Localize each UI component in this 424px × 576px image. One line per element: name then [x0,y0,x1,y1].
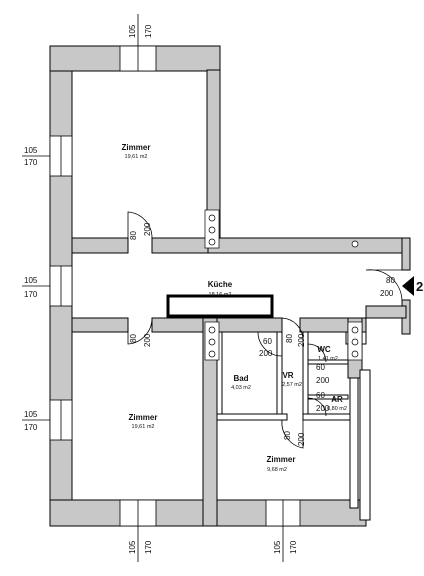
door-entrance-width: 80 [386,276,395,285]
door-wc-height: 200 [316,376,330,385]
installation-symbols [204,209,363,361]
door-ar-width: 60 [316,391,325,400]
door-vr-height: 200 [297,333,306,347]
entrance-arrow-icon [402,276,414,296]
door-zimmer-small-height: 200 [297,432,306,446]
door-arc-entrance [365,269,403,301]
window-left-mid-height: 170 [24,290,38,299]
window-labels: 105 170 105 170 105 170 105 170 105 170 … [24,24,298,554]
entrance-wall-upper [401,237,411,271]
door-arc-zimmer-bottom [127,317,153,345]
room-name-zimmer-small: Zimmer [267,455,296,464]
outer-right-light-wall [359,369,371,521]
window-bottom-left-height: 170 [144,540,153,554]
window-bottom-right-width: 105 [273,540,282,554]
ar-top-wall [307,394,349,400]
door-swings [127,211,403,449]
window-top-height: 170 [144,24,153,38]
bottom-room-right-wall [202,317,218,527]
bottom-room-top-wall-left [71,317,129,333]
wc-bottom-wall [307,359,349,365]
door-bad-height: 200 [259,349,273,358]
door-arc-bad [257,331,283,357]
room-area-bad: 4,03 m2 [231,385,251,391]
window-left-upper-width: 105 [24,146,38,155]
entrance-wall-ledge [365,305,407,319]
dimension-lines [22,14,284,562]
room-area-ar: 0,80 m2 [327,406,347,412]
door-arc-zimmer-small [281,419,304,449]
corridor-top-wall [206,237,406,254]
door-zimmer-top-height: 200 [143,222,152,236]
room-name-bad: Bad [233,374,248,383]
top-room-bottom-wall-left [71,237,129,254]
room-area-zimmer-small: 9,68 m2 [267,467,287,473]
room-name-zimmer-bottom: Zimmer [129,413,158,422]
room-name-vr: VR [282,371,293,380]
door-vr-width: 80 [285,334,294,343]
room-name-ar: AR [331,395,343,404]
window-left-lower-width: 105 [24,410,38,419]
entrance-marker: 2 [416,279,423,294]
small-room-top-wall [302,413,356,421]
door-zimmer-bottom-width: 80 [129,334,138,343]
partition-walls [216,317,371,521]
door-arc-wc [307,343,327,363]
kitchen-counter [166,294,274,318]
room-area-zimmer-top: 19,61 m2 [125,154,148,160]
room-area-zimmer-bottom: 19,61 m2 [132,424,155,430]
bad-bottom-wall [216,413,288,421]
bad-right-wall [276,331,283,415]
window-top-width: 105 [128,24,137,38]
door-zimmer-bottom-height: 200 [143,333,152,347]
window-left-lower-height: 170 [24,423,38,432]
door-bad-width: 60 [263,337,272,346]
small-room-right-wall [349,377,359,509]
room-name-kueche: Küche [208,280,233,289]
door-arc-ar [307,397,327,417]
windows [49,45,301,527]
door-arc-zimmer-top [127,211,153,239]
door-labels: 80 200 80 200 80 200 60 200 80 200 60 20… [129,222,395,446]
room-area-kueche: 18,16 m2 [209,292,232,298]
room-area-wc: 1,41 m2 [318,356,338,362]
corridor-symbol [351,240,359,248]
door-wc-width: 60 [316,363,325,372]
room-name-wc: WC [317,345,331,354]
window-left-mid-width: 105 [24,276,38,285]
door-arc-vr [281,317,304,341]
top-room-bottom-wall-right [151,237,209,254]
door-zimmer-top-width: 80 [129,231,138,240]
window-left-upper-height: 170 [24,158,38,167]
window-bottom-left-width: 105 [128,540,137,554]
door-ar-height: 200 [316,404,330,413]
window-bottom-right-height: 170 [289,540,298,554]
door-entrance-height: 200 [380,289,394,298]
room-area-vr: 2,57 m2 [282,382,302,388]
room-name-zimmer-top: Zimmer [122,143,151,152]
door-zimmer-small-width: 80 [283,431,292,440]
